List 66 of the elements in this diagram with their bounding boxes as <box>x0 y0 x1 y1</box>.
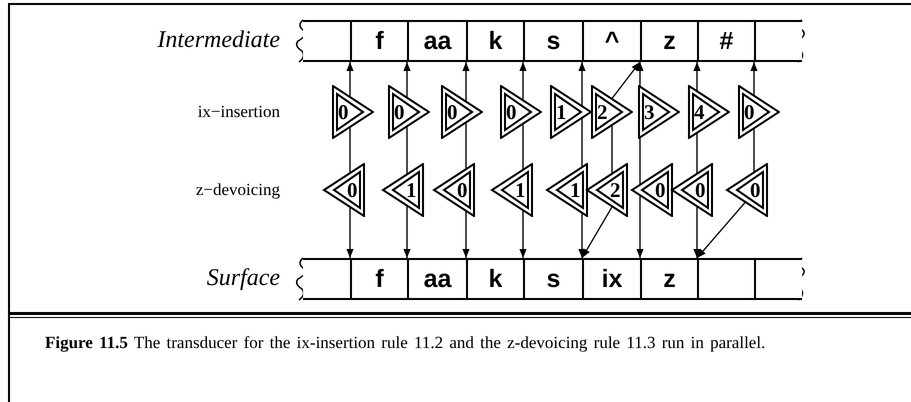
arrow <box>750 62 758 96</box>
right-pointing-triangle: 0 <box>738 85 780 139</box>
arrow <box>693 62 701 91</box>
figure-caption: Figure 11.5 The transducer for the ix-insertion rule 11.2 and the z-devoicing rule 11.3 run in parallel. <box>45 332 766 354</box>
arrow <box>611 62 641 99</box>
tape-cell: s <box>523 20 582 62</box>
tape-cell <box>697 258 754 300</box>
right-pointing-triangle: 3 <box>638 85 680 139</box>
tape-cell: aa <box>407 20 466 62</box>
right-pointing-triangle: 1 <box>550 85 592 139</box>
left-pointing-triangle: 0 <box>725 163 768 217</box>
arrow <box>462 211 470 258</box>
arrow <box>693 206 701 258</box>
connector-line <box>522 124 524 170</box>
tape-cell: ix <box>582 258 640 300</box>
tape-cell: k <box>466 258 523 300</box>
tape-label: Surface <box>206 264 280 292</box>
tape-cell <box>754 258 802 300</box>
right-pointing-triangle: 2 <box>591 85 633 139</box>
connector-line <box>349 127 351 172</box>
arrow <box>346 62 354 97</box>
arrow <box>403 206 411 258</box>
tape-cell: k <box>466 20 523 62</box>
tape-cell: z <box>640 258 697 300</box>
tape-cell: f <box>350 20 407 62</box>
arrow <box>346 208 354 258</box>
connector-line <box>581 118 583 167</box>
left-pointing-triangle: 0 <box>432 163 475 217</box>
arrow <box>403 62 411 98</box>
arrow <box>578 62 586 106</box>
arrow <box>696 202 746 258</box>
right-pointing-triangle: 0 <box>441 85 483 139</box>
tape-cell: s <box>523 258 582 300</box>
connector-line <box>639 138 641 184</box>
connector-line <box>611 126 613 174</box>
right-pointing-triangle: 4 <box>688 85 730 139</box>
tape-cell <box>303 20 350 62</box>
left-pointing-triangle: 1 <box>381 163 424 217</box>
arrow <box>519 210 527 258</box>
tape-cell: z <box>640 20 697 62</box>
arrow <box>462 62 470 102</box>
row-label: ix−insertion <box>198 102 280 122</box>
row-label: z−devoicing <box>196 180 280 200</box>
left-pointing-triangle: 0 <box>630 163 673 217</box>
left-pointing-triangle: 1 <box>545 163 588 217</box>
left-pointing-triangle: 1 <box>490 163 533 217</box>
connector-line <box>465 122 467 169</box>
right-pointing-triangle: 0 <box>388 85 430 139</box>
arrow <box>636 196 644 258</box>
tape-label: Intermediate <box>157 26 280 54</box>
tape-cell: ^ <box>582 20 640 62</box>
tape-cell <box>303 258 350 300</box>
left-pointing-triangle: 0 <box>322 163 365 217</box>
connector-line <box>406 126 408 174</box>
tape-cell: f <box>350 258 407 300</box>
arrow <box>519 62 527 100</box>
arrow <box>578 213 586 258</box>
right-pointing-triangle: 0 <box>332 85 374 139</box>
tape-cell: # <box>697 20 754 62</box>
arrow <box>636 62 644 86</box>
tape-cell <box>754 20 802 62</box>
connector-line <box>753 128 755 172</box>
tape-cell: aa <box>407 258 466 300</box>
right-pointing-triangle: 0 <box>500 85 542 139</box>
arrow <box>581 206 613 258</box>
connector-line <box>696 133 698 174</box>
